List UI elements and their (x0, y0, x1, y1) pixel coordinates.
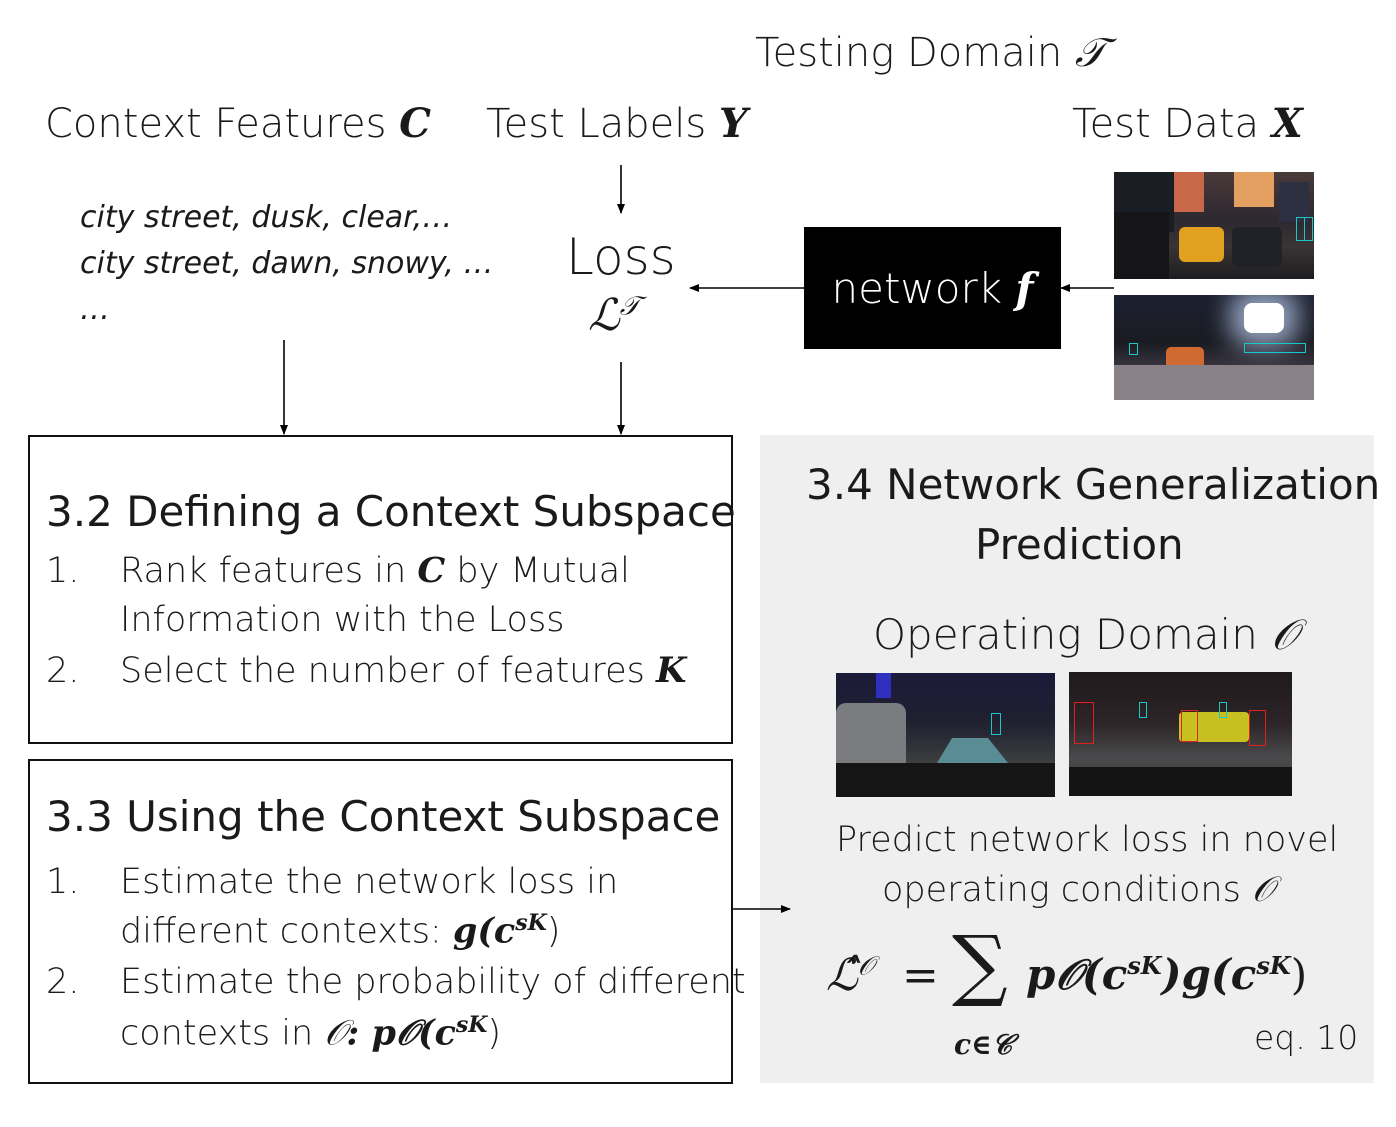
test-data-label: Test Data X (1072, 100, 1303, 147)
equation-sum-subscript: 𝒄∈𝒞 (954, 1028, 1013, 1061)
predict-text-line2: operating conditions 𝒪 (882, 870, 1275, 910)
test-image-2 (1114, 295, 1314, 400)
context-features-label: Context Features C (45, 100, 431, 147)
network-box: network f (804, 227, 1061, 349)
equation-rhs: p𝒪(𝒄sK)g(𝒄sK) (1026, 950, 1308, 999)
section-3-2-item-1: 1.Rank features in C by Mutual (46, 550, 630, 591)
test-image-1 (1114, 172, 1314, 279)
operating-image-1 (836, 673, 1055, 797)
operating-image-2 (1069, 672, 1292, 796)
equation-sum: ∑ (952, 920, 1008, 1010)
section-3-2-item-1-cont: Information with the Loss (120, 600, 565, 640)
equation-lhs: ℒ̂𝒪 (826, 950, 875, 1001)
context-example: city street, dawn, snowy, … (80, 246, 494, 281)
equation-equals: = (902, 950, 939, 1001)
section-3-3-item-2: 2.Estimate the probability of different (46, 962, 746, 1002)
operating-domain-label: Operating Domain 𝒪 (873, 610, 1298, 659)
context-example: … (80, 292, 110, 327)
section-3-3-item-2-cont: contexts in 𝒪: p𝒪(𝒄sK) (120, 1012, 502, 1054)
section-3-4-title: 3.4 Network Generalization (806, 460, 1381, 509)
testing-domain-label: Testing Domain 𝒯 (755, 30, 1106, 76)
loss-symbol: ℒ𝒯 (588, 290, 640, 341)
section-3-3-title: 3.3 Using the Context Subspace (46, 792, 721, 841)
section-3-2-item-2: 2.Select the number of features K (46, 650, 687, 691)
section-3-2-box (28, 435, 733, 744)
section-3-3-item-1: 1.Estimate the network loss in (46, 862, 619, 902)
section-3-4-title-line2: Prediction (975, 520, 1184, 569)
section-3-3-box (28, 759, 733, 1084)
context-example: city street, dusk, clear,… (80, 200, 453, 235)
loss-label: Loss (566, 228, 676, 286)
section-3-2-title: 3.2 Defining a Context Subspace (46, 487, 736, 536)
predict-text-line1: Predict network loss in novel (836, 820, 1339, 860)
equation-number: eq. 10 (1254, 1018, 1359, 1057)
test-labels-label: Test Labels Y (486, 100, 748, 147)
section-3-3-item-1-cont: different contexts: g(𝒄sK) (120, 910, 561, 952)
